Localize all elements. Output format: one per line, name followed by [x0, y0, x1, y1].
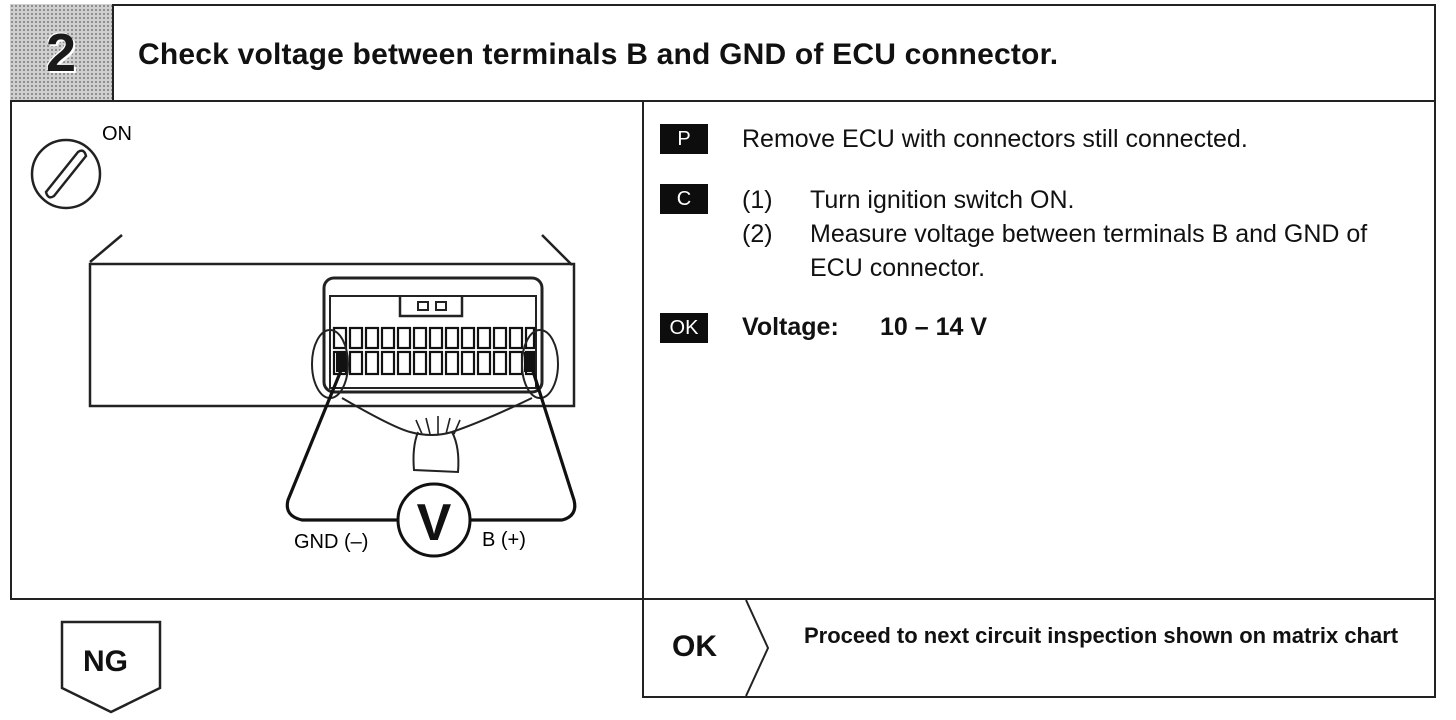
ok-result-label: OK [672, 630, 717, 663]
badge-ok: OK [660, 313, 708, 343]
column-divider [642, 100, 644, 698]
ecu-connector-icon [88, 234, 576, 474]
step-1-number: (1) [742, 186, 773, 214]
voltmeter-symbol: V [417, 494, 452, 552]
step-2-text: Measure voltage between terminals B and … [810, 220, 1368, 282]
step-number-cell: 2 [10, 4, 114, 102]
ng-result-label: NG [83, 645, 128, 678]
ok-result-box [642, 598, 1436, 698]
b-probe-label: B (+) [482, 529, 526, 551]
instruction-p: Remove ECU with connectors still connect… [742, 125, 1248, 153]
badge-c: C [660, 184, 708, 214]
voltmeter-icon: V [396, 482, 472, 558]
ecu-diagram: ON [30, 123, 577, 558]
step-2-number: (2) [742, 220, 773, 248]
switch-on-label: ON [102, 123, 132, 145]
badge-p: P [660, 124, 708, 154]
ok-chevron-icon [745, 600, 770, 696]
step-number: 2 [46, 23, 77, 83]
ok-result-text: Proceed to next circuit inspection shown… [804, 623, 1399, 648]
step-title: Check voltage between terminals B and GN… [138, 38, 1059, 71]
gnd-probe-label: GND (–) [294, 531, 368, 553]
voltage-label: Voltage: [742, 313, 839, 341]
step-1-text: Turn ignition switch ON. [810, 186, 1075, 214]
voltage-value: 10 – 14 V [880, 313, 988, 341]
ng-arrow-shape [60, 620, 162, 714]
ignition-switch-icon [30, 138, 102, 210]
